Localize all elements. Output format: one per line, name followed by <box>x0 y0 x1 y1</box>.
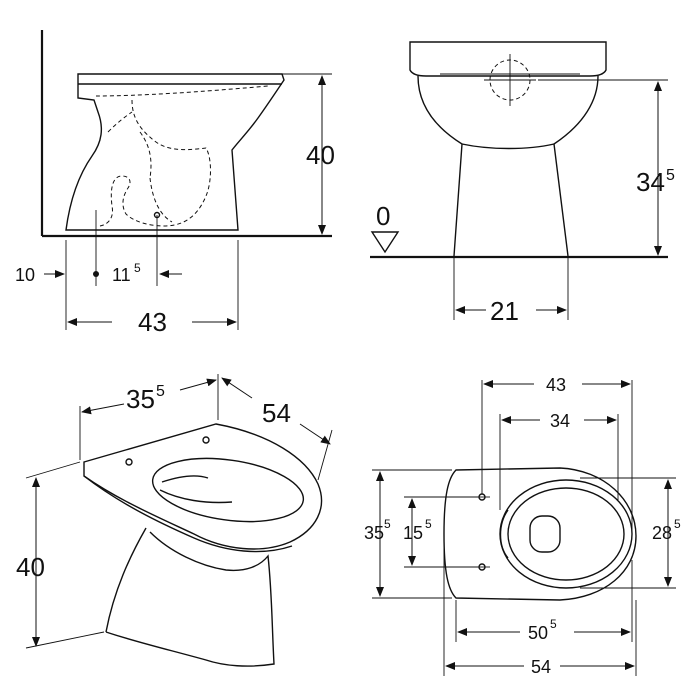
top-inner-width-label: 34 <box>550 411 570 431</box>
outlet-dot <box>93 271 99 277</box>
top-hole-spacing-sup: 5 <box>425 517 432 531</box>
top-hole-spacing-main: 15 <box>403 523 423 543</box>
persp-top-surface <box>83 423 323 550</box>
floor-marker <box>370 231 400 254</box>
side-outlet-point <box>153 211 161 219</box>
top-bowl-length-main: 50 <box>528 623 548 643</box>
side-inner-bowl <box>95 85 269 97</box>
perspective-view: 35 5 54 40 <box>16 374 333 667</box>
top-overall-length-label: 54 <box>531 657 551 677</box>
side-trap-hidden-2 <box>107 111 173 223</box>
top-right-dim-sup: 5 <box>674 517 681 531</box>
persp-height-label: 40 <box>16 552 45 582</box>
floor-level-label: 0 <box>376 201 390 231</box>
persp-rim-edge <box>83 475 293 553</box>
top-right-dim-main: 28 <box>652 523 672 543</box>
persp-hole-right <box>202 436 210 444</box>
top-bowl-inner <box>507 487 625 581</box>
side-height-label: 40 <box>306 140 335 170</box>
persp-width-dim-right <box>179 378 217 391</box>
front-seat-rim <box>409 41 607 77</box>
top-left-dim-sup: 5 <box>384 517 391 531</box>
outlet-dim-main: 11 <box>112 265 131 285</box>
side-bowl-outline <box>65 73 285 231</box>
front-view: 0 34 5 21 <box>370 41 675 326</box>
top-bowl-length-sup: 5 <box>550 617 557 631</box>
top-outline <box>443 467 637 601</box>
persp-depth-dim-bottom <box>299 423 331 445</box>
top-drain <box>529 515 561 553</box>
top-bowl-outer <box>499 479 633 589</box>
side-view: 40 10 11 5 43 <box>15 30 335 337</box>
front-bowl-bottom <box>461 143 555 150</box>
persp-bowl-inner <box>159 475 233 504</box>
persp-depth-label: 54 <box>262 398 291 428</box>
persp-bowl-opening <box>151 457 305 523</box>
outlet-dim-sup: 5 <box>134 261 141 275</box>
persp-height-ext-top <box>25 461 81 479</box>
persp-height-ext-bottom <box>25 631 105 649</box>
outlet-height-sup: 5 <box>666 167 675 184</box>
top-rim-arc <box>499 509 509 559</box>
outlet-height-main: 34 <box>636 167 665 197</box>
wall-offset-label: 10 <box>15 265 35 285</box>
base-width-label: 21 <box>490 296 519 326</box>
persp-depth-dim-top <box>221 377 253 399</box>
persp-width-dim-left <box>81 403 125 415</box>
top-left-dim-main: 35 <box>364 523 384 543</box>
side-trap-hidden <box>99 99 211 227</box>
top-overall-width-label: 43 <box>546 375 566 395</box>
side-depth-label: 43 <box>138 307 167 337</box>
persp-width-main: 35 <box>126 384 155 414</box>
persp-pedestal <box>105 527 275 667</box>
persp-width-sup: 5 <box>156 383 165 400</box>
persp-hole-left <box>125 458 133 466</box>
top-view: 43 34 35 5 15 5 28 5 50 5 <box>364 375 681 677</box>
front-bowl <box>417 75 599 257</box>
